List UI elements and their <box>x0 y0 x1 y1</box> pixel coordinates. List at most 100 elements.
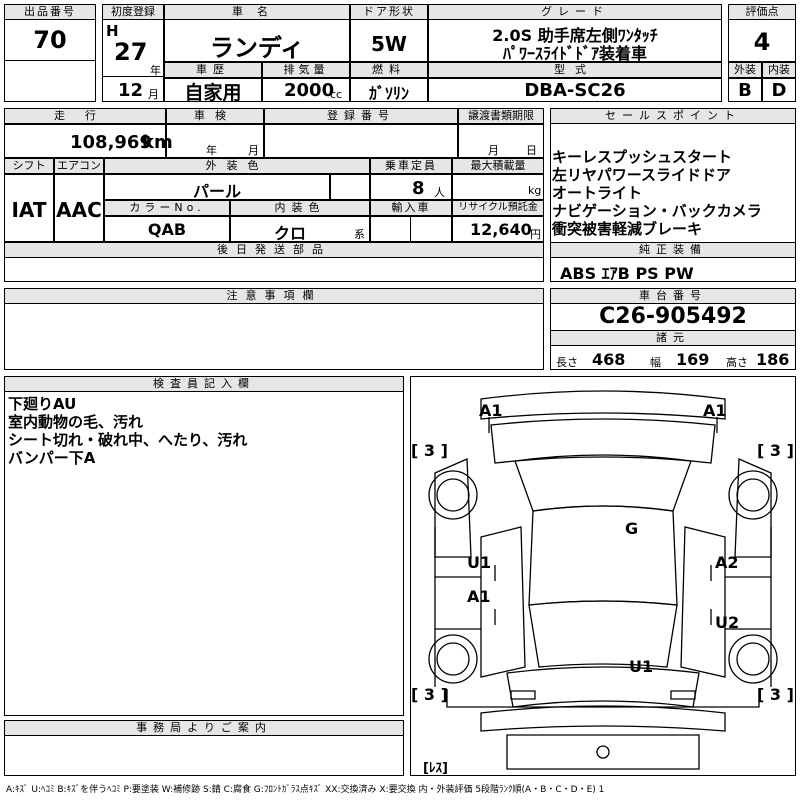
lot-divider <box>4 60 96 61</box>
exterior-grade-cell <box>728 78 762 102</box>
mileage-cell <box>4 124 166 158</box>
tire-fl: [ 3 ] <box>411 441 448 460</box>
model-label: 型式 <box>428 62 722 78</box>
dmg-front-right: A1 <box>703 401 727 420</box>
tire-rl: [ 3 ] <box>411 685 448 704</box>
dmg-left-rear-door: A1 <box>467 587 491 606</box>
capacity-unit: 人 <box>434 186 445 199</box>
legend: A:ｷｽﾞ U:ﾍｺﾐ B:ｷｽﾞを伴うﾍｺﾐ P:要塗装 W:補修跡 S:錆 … <box>6 785 605 795</box>
ac-label: エアコン <box>54 158 104 174</box>
transfer-month-unit: 月 <box>488 144 499 157</box>
door-label: ドア形状 <box>350 4 428 20</box>
transfer-day-unit: 日 <box>526 144 537 157</box>
chassis-label: 車台番号 <box>550 288 796 304</box>
displacement: 2000 <box>284 80 335 101</box>
length: 468 <box>592 350 626 369</box>
grade-line1: 2.0S 助手席左側ﾜﾝﾀｯﾁ <box>492 26 658 45</box>
displacement-cell <box>262 78 350 102</box>
dmg-front-left: A1 <box>479 401 503 420</box>
interior-grade-label: 内装 <box>762 62 796 78</box>
capacity: 8 <box>412 178 425 199</box>
car-outline-drawing <box>428 390 778 770</box>
sales-point: キーレスプッシュスタート <box>552 148 733 166</box>
sales-point: オートライト <box>552 184 643 202</box>
genuine-equipment: ABS ｴｱB PS PW <box>560 264 694 283</box>
interior-color: クロ <box>273 224 306 243</box>
max-load-label: 最大積載量 <box>452 158 544 174</box>
lot-number: 70 <box>33 26 67 54</box>
dmg-right-front-door: A2 <box>715 553 739 572</box>
color-cell <box>104 174 330 200</box>
mileage: 108,969 <box>70 132 152 153</box>
grade-line2: ﾊﾟﾜｰｽﾗｲﾄﾞﾄﾞｱ装着車 <box>502 44 647 63</box>
car-name: ランディ <box>209 34 305 62</box>
shift-label: シフト <box>4 158 54 174</box>
notes-label: 注意事項欄 <box>4 288 544 304</box>
capacity-label: 乗車定員 <box>370 158 452 174</box>
inspector-line: シート切れ・破れ中、へたり、汚れ <box>8 431 248 449</box>
spec-label: 諸元 <box>550 330 796 346</box>
sales-label: セールスポイント <box>550 108 796 124</box>
mileage-label: 走行 <box>4 108 166 124</box>
interior-color-unit: 系 <box>354 228 365 241</box>
interior-grade: D <box>771 80 787 101</box>
inspection-cell <box>166 124 264 158</box>
capacity-cell <box>370 174 452 200</box>
insp-month-unit: 月 <box>248 144 259 157</box>
color-extra-cell <box>330 174 370 200</box>
recycle-unit: 円 <box>530 228 541 241</box>
import-divider <box>410 216 411 242</box>
width-label: 幅 <box>650 356 661 369</box>
recycle: 12,640 <box>470 220 532 239</box>
color-no-label: カラーNo. <box>104 200 230 216</box>
ac: AAC <box>56 198 102 222</box>
length-label: 長さ <box>556 356 578 369</box>
exterior-grade-label: 外装 <box>728 62 762 78</box>
spare-tire: [ﾚｽ] <box>423 761 448 776</box>
dmg-rear: U1 <box>629 657 654 676</box>
recycle-cell <box>452 216 544 242</box>
history-cell <box>164 78 262 102</box>
insp-year-unit: 年 <box>206 144 217 157</box>
model-cell <box>428 78 722 102</box>
displacement-unit: cc <box>330 88 343 101</box>
displacement-label: 排気量 <box>262 62 350 78</box>
door-type: 5W <box>371 32 407 56</box>
interior-color-label: 内装色 <box>230 200 370 216</box>
color: パール <box>192 182 241 201</box>
reg-month: 12 <box>118 80 144 101</box>
color-no-cell <box>104 216 230 242</box>
inspector-notes: 下廻りAU 室内動物の毛、汚れ シート切れ・破れ中、へたり、汚れ バンパー下A <box>8 395 400 467</box>
inspector-line: バンパー下A <box>8 449 96 467</box>
interior-color-cell <box>230 216 370 242</box>
fuel-cell <box>350 78 428 102</box>
color-label: 外装色 <box>104 158 370 174</box>
inspector-line: 下廻りAU <box>8 395 77 413</box>
office-label: 事務局よりご案内 <box>4 720 404 736</box>
inspection-label: 車検 <box>166 108 264 124</box>
reg-no-cell <box>264 124 458 158</box>
sales-point: ナビゲーション・バックカメラ <box>552 202 762 220</box>
shift-cell <box>4 174 54 242</box>
tire-rr: [ 3 ] <box>757 685 794 704</box>
ac-cell <box>54 174 104 242</box>
recycle-label: リサイクル預託金 <box>452 200 544 216</box>
chassis-number: C26-905492 <box>599 304 747 329</box>
inspector-label: 検査員記入欄 <box>4 376 404 392</box>
max-load-unit: kg <box>528 184 542 197</box>
height: 186 <box>756 350 790 369</box>
import-cell <box>370 216 452 242</box>
fuel-label: 燃料 <box>350 62 428 78</box>
height-label: 高さ <box>726 356 748 369</box>
score: 4 <box>753 28 771 56</box>
color-no: QAB <box>147 220 187 239</box>
later-parts-label: 後日発送部品 <box>4 242 544 258</box>
width: 169 <box>676 350 710 369</box>
dmg-left-front-door: U1 <box>467 553 492 572</box>
sales-point: 左リヤパワースライドドア <box>552 166 731 184</box>
history: 自家用 <box>184 82 242 104</box>
history-label: 車歴 <box>164 62 262 78</box>
era: H <box>106 22 119 40</box>
reg-year: 27 <box>114 38 148 66</box>
dmg-roof: G <box>625 519 639 538</box>
